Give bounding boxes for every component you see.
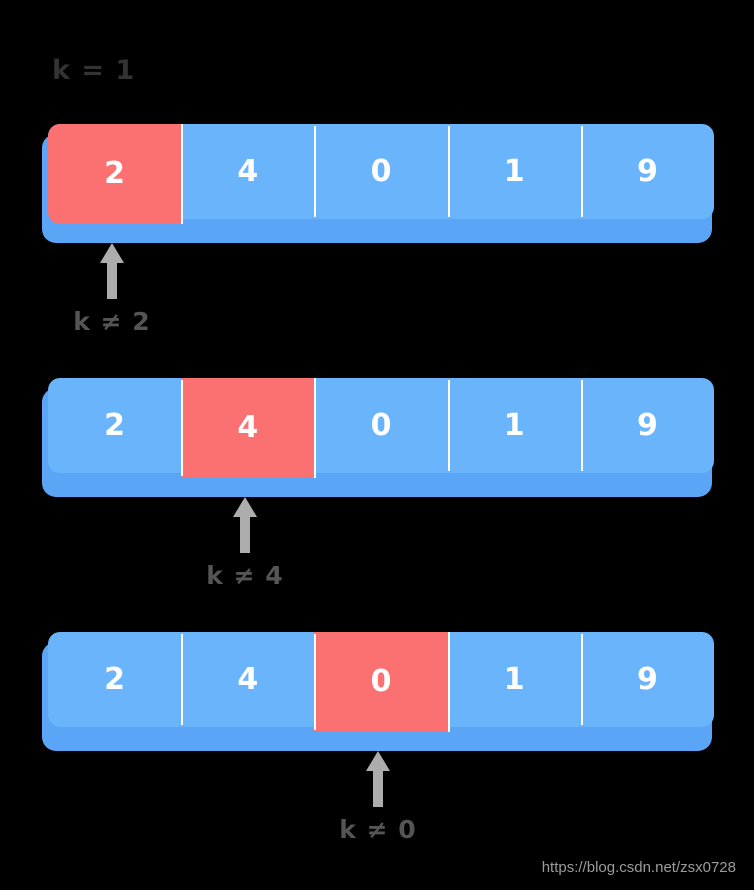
k-equals-label: k = 1 (52, 55, 136, 86)
pointer-group-2: k ≠ 4 (185, 497, 305, 590)
cell-value: 4 (237, 153, 259, 189)
cell-value: 9 (636, 153, 658, 189)
array-cell-highlighted[interactable]: 2 (48, 124, 184, 224)
array-cell[interactable]: 0 (314, 378, 447, 473)
cell-value: 1 (503, 407, 525, 443)
array-cell[interactable]: 9 (580, 378, 714, 473)
array-cell[interactable]: 4 (181, 124, 314, 219)
array-bar-container-3: 2 4 0 1 9 (40, 632, 714, 751)
array-cell[interactable]: 2 (48, 378, 181, 473)
cell-value: 0 (370, 664, 392, 699)
up-arrow-icon (233, 497, 257, 553)
array-row-2: 2 4 0 1 9 (40, 378, 714, 497)
array-cell[interactable]: 1 (447, 378, 581, 473)
array-cell-highlighted[interactable]: 4 (181, 378, 317, 478)
array-row-1: 2 4 0 1 9 (40, 124, 714, 243)
array-cell[interactable]: 0 (314, 124, 447, 219)
cell-value: 9 (636, 661, 658, 697)
array-bar-3: 2 4 0 1 9 (48, 632, 714, 732)
pointer-note: k ≠ 2 (73, 307, 151, 336)
array-bar-container-1: 2 4 0 1 9 (40, 124, 714, 243)
cell-value: 1 (503, 153, 525, 189)
cell-value: 0 (370, 153, 392, 189)
up-arrow-icon (366, 751, 390, 807)
array-cell[interactable]: 2 (48, 632, 181, 727)
array-cell[interactable]: 1 (447, 124, 581, 219)
cell-value: 1 (503, 661, 525, 697)
cell-value: 2 (104, 407, 126, 443)
cell-value: 2 (104, 661, 126, 697)
array-bar-1: 2 4 0 1 9 (48, 124, 714, 224)
array-cell[interactable]: 1 (448, 632, 581, 727)
array-cell[interactable]: 9 (580, 632, 714, 727)
array-bar-container-2: 2 4 0 1 9 (40, 378, 714, 497)
pointer-note: k ≠ 0 (339, 815, 417, 844)
pointer-group-3: k ≠ 0 (318, 751, 438, 844)
cell-value: 0 (370, 407, 392, 443)
up-arrow-icon (100, 243, 124, 299)
array-row-3: 2 4 0 1 9 (40, 632, 714, 751)
cell-value: 9 (636, 407, 658, 443)
array-cell[interactable]: 4 (181, 632, 314, 727)
pointer-note: k ≠ 4 (206, 561, 284, 590)
pointer-group-1: k ≠ 2 (52, 243, 172, 336)
cell-value: 4 (237, 661, 259, 697)
array-cell-highlighted[interactable]: 0 (314, 632, 450, 732)
cell-value: 4 (237, 410, 259, 445)
cell-value: 2 (104, 156, 126, 191)
array-bar-2: 2 4 0 1 9 (48, 378, 714, 478)
watermark-url: https://blog.csdn.net/zsx0728 (541, 859, 736, 876)
array-cell[interactable]: 9 (580, 124, 714, 219)
